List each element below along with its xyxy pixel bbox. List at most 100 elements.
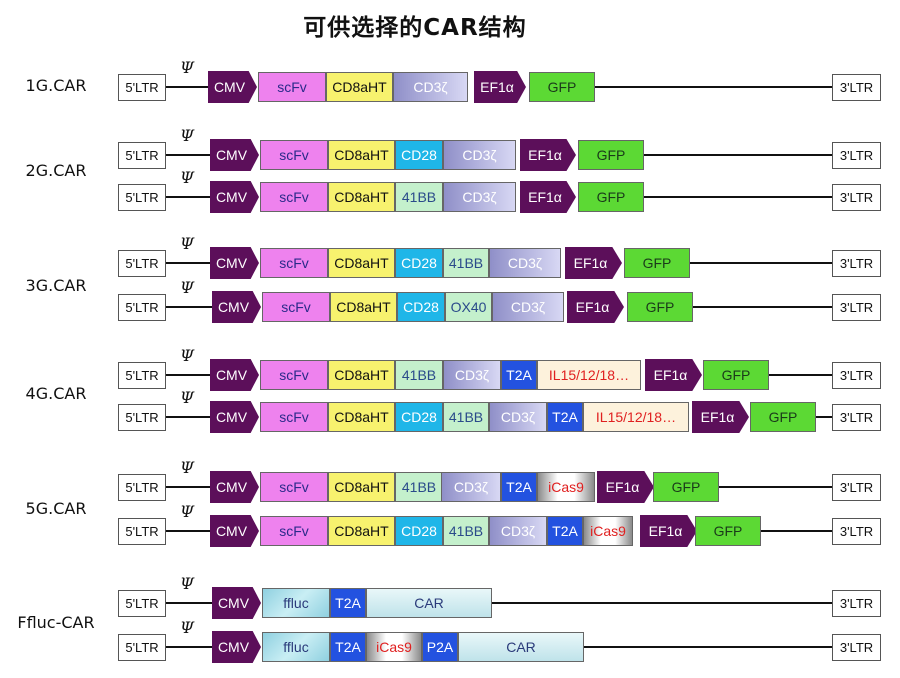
ltr5-box: 5'LTR bbox=[118, 590, 166, 617]
segment-gfp: GFP bbox=[750, 402, 816, 432]
group-label: 2G.CAR bbox=[25, 161, 87, 180]
segment-ef1a: EF1α bbox=[645, 359, 702, 391]
segment-scfv: scFv bbox=[260, 402, 328, 432]
backbone-line bbox=[166, 196, 210, 198]
segment-cd8aht: CD8aHT bbox=[330, 292, 397, 322]
segment-gfp: GFP bbox=[578, 140, 644, 170]
segment-cd3z: CD3ζ bbox=[492, 292, 564, 322]
segment-cmv: CMV bbox=[212, 291, 261, 323]
segment-t2a: T2A bbox=[330, 588, 366, 618]
psi-packaging-signal: Ψ bbox=[180, 278, 195, 297]
ltr3-box: 3'LTR bbox=[832, 590, 881, 617]
segment-icas9: iCas9 bbox=[583, 516, 633, 546]
ltr5-box: 5'LTR bbox=[118, 404, 166, 431]
psi-packaging-signal: Ψ bbox=[180, 168, 195, 187]
segment-ef1a: EF1α bbox=[474, 71, 526, 103]
segment-gfp: GFP bbox=[703, 360, 769, 390]
segment-cmv: CMV bbox=[210, 471, 259, 503]
segment-41bb: 41BB bbox=[395, 182, 443, 212]
backbone-line bbox=[166, 306, 212, 308]
segment-gfp: GFP bbox=[695, 516, 761, 546]
segment-cd3z: CD3ζ bbox=[489, 402, 547, 432]
segment-cd28: CD28 bbox=[397, 292, 445, 322]
segment-cmv: CMV bbox=[208, 71, 257, 103]
ltr3-box: 3'LTR bbox=[832, 294, 881, 321]
backbone-line bbox=[595, 86, 832, 88]
ltr5-box: 5'LTR bbox=[118, 634, 166, 661]
segment-cd8aht: CD8aHT bbox=[326, 72, 393, 102]
segment-scfv: scFv bbox=[258, 72, 326, 102]
segment-cd3z: CD3ζ bbox=[443, 140, 516, 170]
segment-cd3z: CD3ζ bbox=[441, 472, 501, 502]
segment-41bb: 41BB bbox=[395, 472, 443, 502]
ltr5-box: 5'LTR bbox=[118, 74, 166, 101]
segment-t2a: T2A bbox=[547, 516, 583, 546]
ltr5-box: 5'LTR bbox=[118, 474, 166, 501]
segment-cd8aht: CD8aHT bbox=[328, 140, 395, 170]
segment-p2a: P2A bbox=[422, 632, 458, 662]
psi-packaging-signal: Ψ bbox=[180, 346, 195, 365]
segment-ef1a: EF1α bbox=[520, 181, 576, 213]
segment-ef1a: EF1α bbox=[640, 515, 697, 547]
backbone-line bbox=[761, 530, 832, 532]
segment-car: CAR bbox=[366, 588, 492, 618]
backbone-line bbox=[584, 646, 832, 648]
group-label: 1G.CAR bbox=[25, 76, 87, 95]
backbone-line bbox=[166, 86, 208, 88]
segment-cmv: CMV bbox=[210, 181, 259, 213]
segment-cd8aht: CD8aHT bbox=[328, 472, 395, 502]
segment-cd8aht: CD8aHT bbox=[328, 182, 395, 212]
psi-packaging-signal: Ψ bbox=[180, 502, 195, 521]
ltr3-box: 3'LTR bbox=[832, 184, 881, 211]
segment-cmv: CMV bbox=[212, 587, 261, 619]
segment-ef1a: EF1α bbox=[597, 471, 654, 503]
segment-cd3z: CD3ζ bbox=[443, 182, 516, 212]
segment-gfp: GFP bbox=[529, 72, 595, 102]
segment-cd28: CD28 bbox=[395, 140, 443, 170]
segment-icas9: iCas9 bbox=[537, 472, 595, 502]
psi-packaging-signal: Ψ bbox=[180, 234, 195, 253]
segment-scfv: scFv bbox=[260, 140, 328, 170]
segment-ox40: OX40 bbox=[445, 292, 492, 322]
diagram-title: 可供选择的CAR结构 bbox=[303, 15, 527, 41]
segment-cd8aht: CD8aHT bbox=[328, 402, 395, 432]
backbone-line bbox=[644, 196, 832, 198]
segment-scfv: scFv bbox=[260, 472, 328, 502]
psi-packaging-signal: Ψ bbox=[180, 574, 195, 593]
segment-gfp: GFP bbox=[653, 472, 719, 502]
ltr3-box: 3'LTR bbox=[832, 142, 881, 169]
backbone-line bbox=[690, 262, 832, 264]
backbone-line bbox=[769, 374, 832, 376]
ltr5-box: 5'LTR bbox=[118, 184, 166, 211]
backbone-line bbox=[693, 306, 832, 308]
segment-scfv: scFv bbox=[260, 516, 328, 546]
segment-cmv: CMV bbox=[210, 359, 259, 391]
backbone-line bbox=[166, 602, 212, 604]
segment-scfv: scFv bbox=[260, 360, 328, 390]
segment-scfv: scFv bbox=[262, 292, 330, 322]
ltr3-box: 3'LTR bbox=[832, 74, 881, 101]
segment-cd28: CD28 bbox=[395, 248, 443, 278]
segment-scfv: scFv bbox=[260, 248, 328, 278]
segment-ef1a: EF1α bbox=[520, 139, 576, 171]
segment-gfp: GFP bbox=[578, 182, 644, 212]
backbone-line bbox=[166, 530, 210, 532]
segment-ef1a: EF1α bbox=[567, 291, 624, 323]
segment-icas9: iCas9 bbox=[366, 632, 422, 662]
psi-packaging-signal: Ψ bbox=[180, 618, 195, 637]
psi-packaging-signal: Ψ bbox=[180, 388, 195, 407]
backbone-line bbox=[166, 154, 210, 156]
backbone-line bbox=[816, 416, 832, 418]
segment-ef1a: EF1α bbox=[692, 401, 749, 433]
segment-gfp: GFP bbox=[624, 248, 690, 278]
segment-cd28: CD28 bbox=[395, 516, 443, 546]
psi-packaging-signal: Ψ bbox=[180, 58, 195, 77]
ltr5-box: 5'LTR bbox=[118, 362, 166, 389]
ltr3-box: 3'LTR bbox=[832, 634, 881, 661]
